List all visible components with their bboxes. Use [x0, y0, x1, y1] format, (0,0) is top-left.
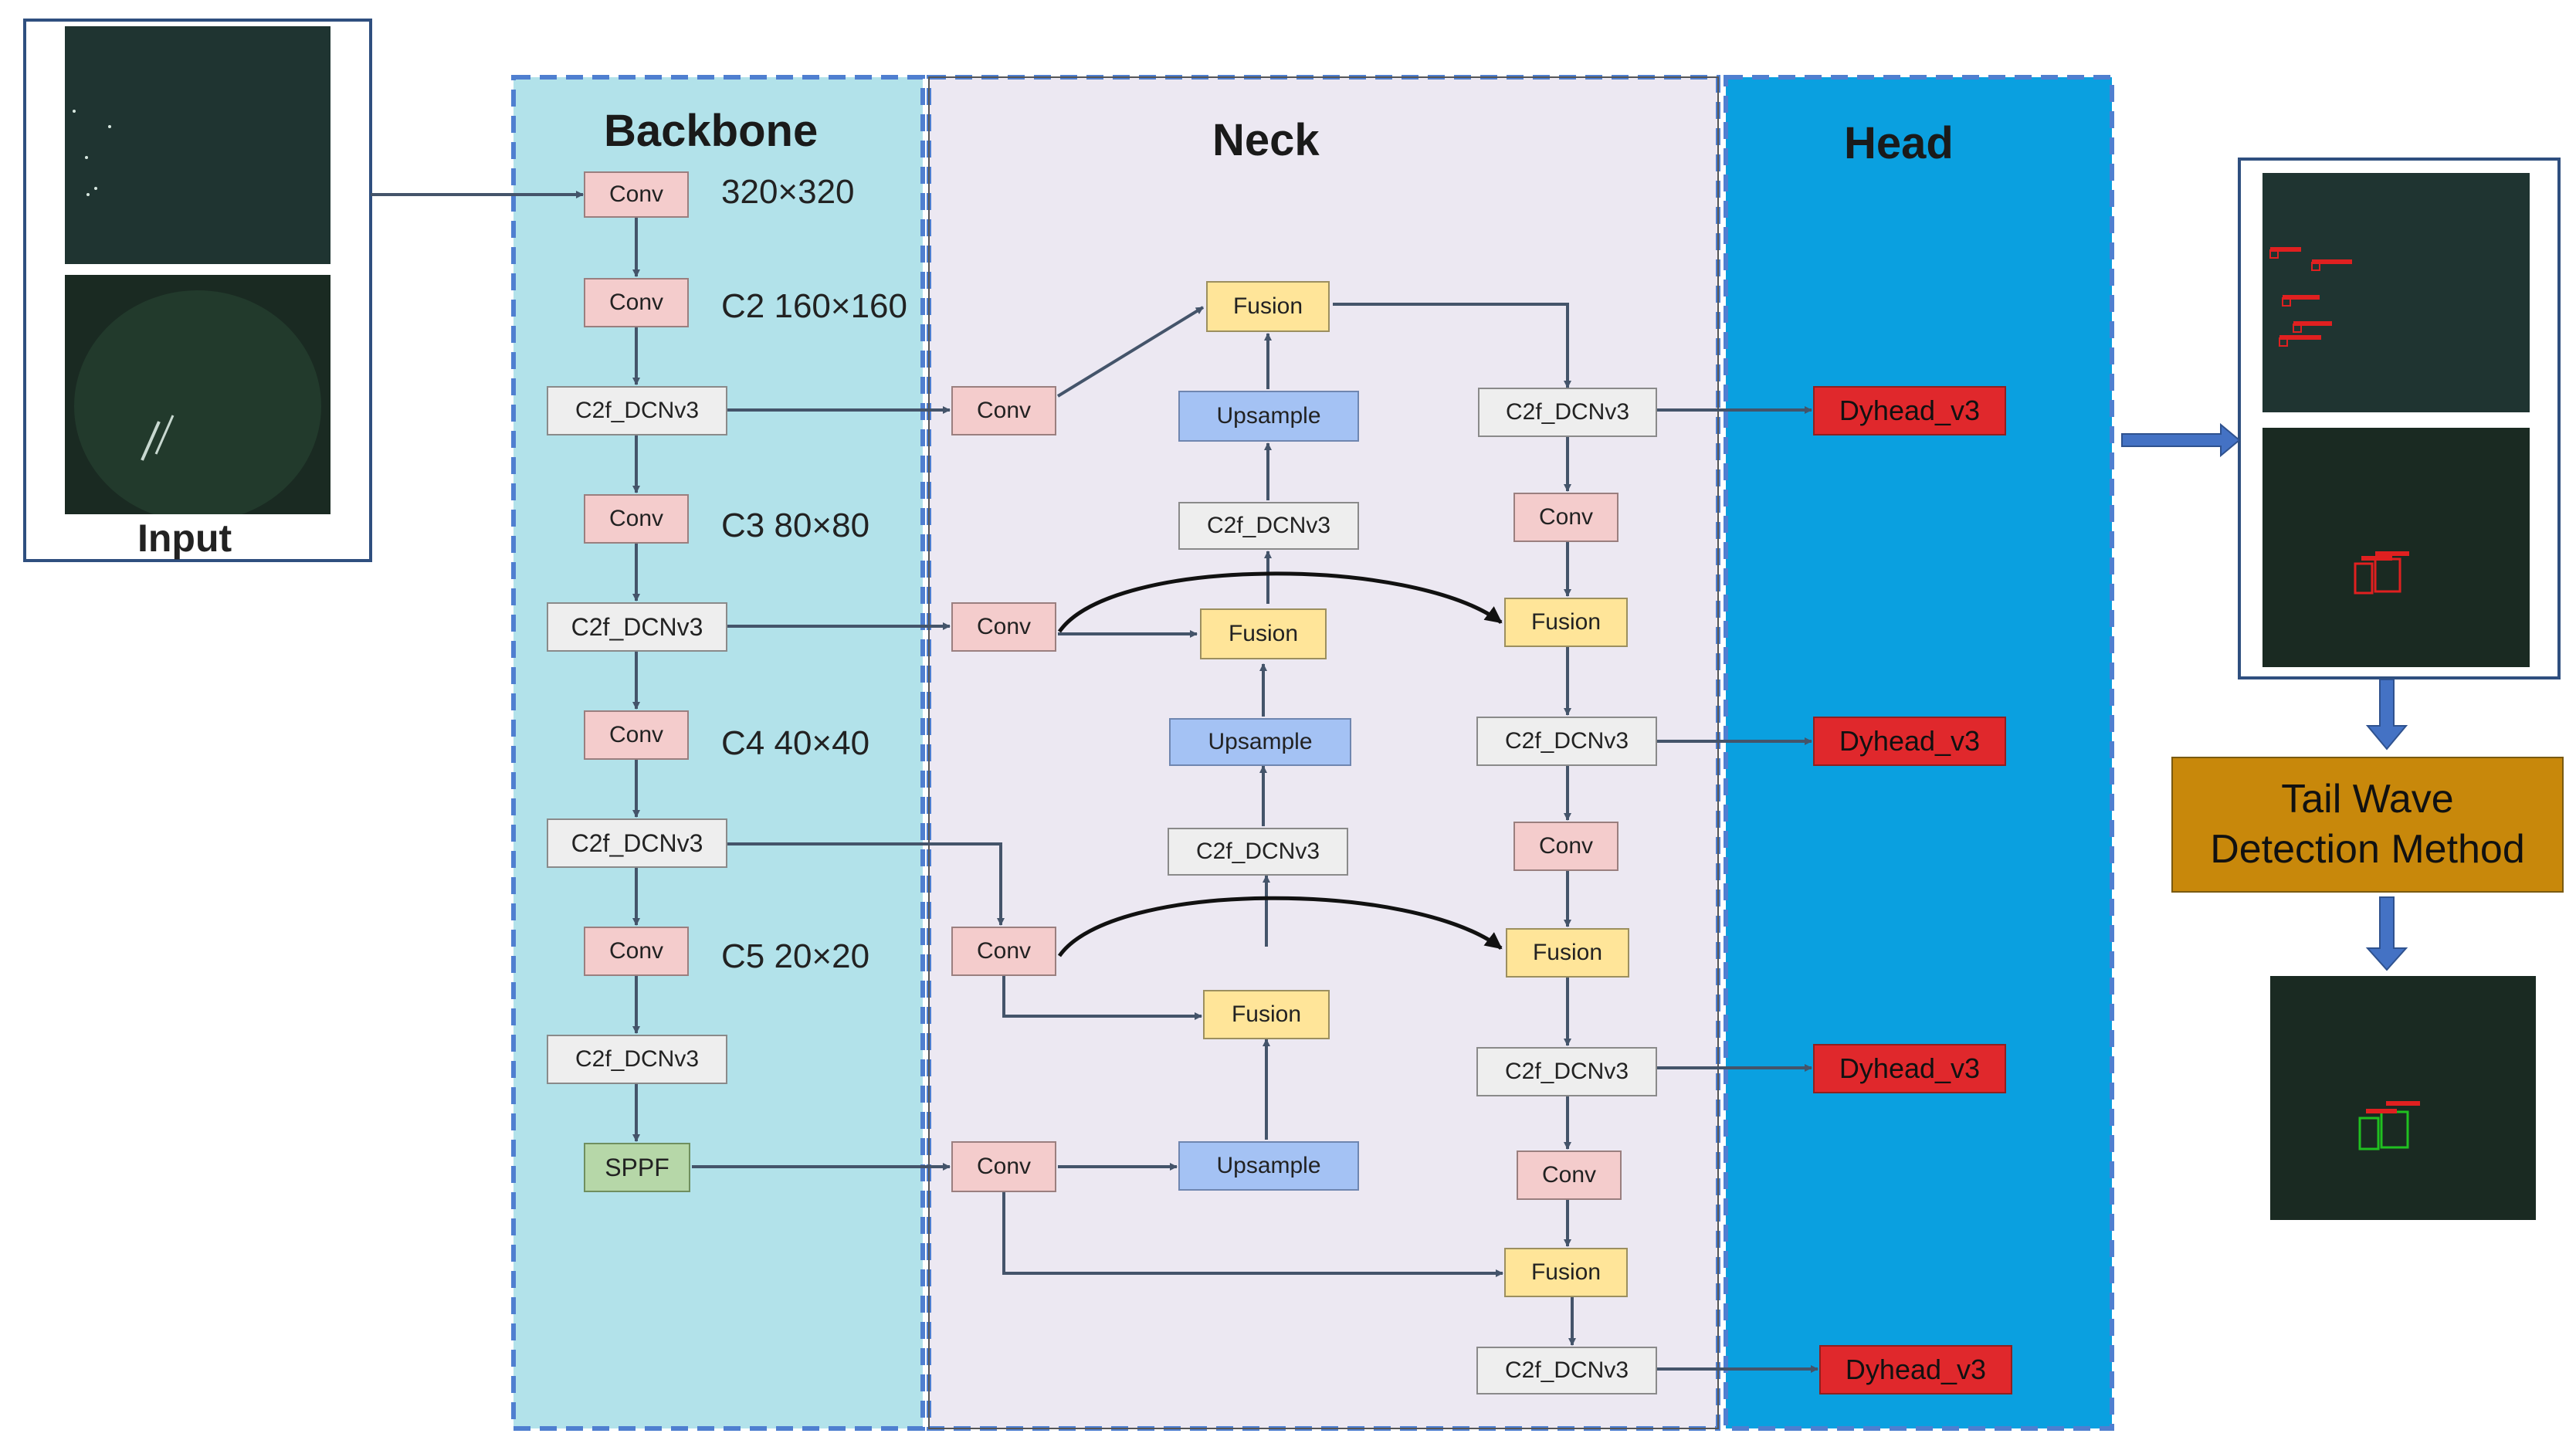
- neck-fusion-top: Fusion: [1206, 281, 1330, 332]
- neck-right-conv-3: Conv: [1517, 1150, 1622, 1200]
- neck-conv-1: Conv: [951, 386, 1056, 435]
- final-output-image-graphic: [2358, 1101, 2420, 1150]
- tail-wave-line1: Tail Wave: [2281, 777, 2454, 822]
- neck-right-conv-2: Conv: [1513, 822, 1618, 871]
- backbone-conv-3: Conv: [584, 494, 689, 544]
- output-image-bottom-graphic: [2354, 551, 2409, 595]
- backbone-c2f-3: C2f_DCNv3: [547, 818, 727, 868]
- backbone-c2f-4: C2f_DCNv3: [547, 1035, 727, 1084]
- neck-right-fusion-3: Fusion: [1504, 1248, 1628, 1297]
- scale-label-320: 320×320: [721, 173, 855, 211]
- tail-wave-detection-box: Tail Wave Detection Method: [2171, 757, 2564, 893]
- scale-label-c2: C2 160×160: [721, 287, 907, 325]
- backbone-conv-1: Conv: [584, 171, 689, 218]
- neck-right-c2f-1: C2f_DCNv3: [1478, 388, 1657, 437]
- neck-upsample-2: Upsample: [1169, 718, 1351, 766]
- output-image-top-graphic: [2269, 247, 2352, 347]
- neck-right-c2f-2: C2f_DCNv3: [1476, 717, 1657, 766]
- input-image-top-graphic: [73, 110, 111, 196]
- scale-label-c3: C3 80×80: [721, 507, 870, 544]
- head-dyhead-1: Dyhead_v3: [1813, 386, 2006, 435]
- head-dyhead-3: Dyhead_v3: [1813, 1044, 2006, 1093]
- neck-right-c2f-3: C2f_DCNv3: [1476, 1047, 1657, 1096]
- neck-c2f-2: C2f_DCNv3: [1168, 828, 1348, 876]
- head-dyhead-4: Dyhead_v3: [1819, 1345, 2012, 1394]
- backbone-panel: [511, 75, 925, 1431]
- backbone-conv-5: Conv: [584, 927, 689, 976]
- neck-upsample-3: Upsample: [1178, 1141, 1359, 1191]
- backbone-sppf: SPPF: [584, 1143, 690, 1192]
- scale-label-c4: C4 40×40: [721, 724, 870, 762]
- neck-title: Neck: [1212, 115, 1320, 165]
- input-image-bottom-graphic: [74, 290, 321, 522]
- backbone-conv-4: Conv: [584, 710, 689, 760]
- head-panel: [1724, 75, 2114, 1431]
- tail-wave-line2: Detection Method: [2210, 827, 2525, 872]
- input-image-top: [65, 26, 330, 264]
- neck-right-conv-1: Conv: [1513, 493, 1618, 542]
- input-image-bottom: [65, 275, 330, 522]
- neck-fusion-3: Fusion: [1203, 990, 1330, 1039]
- backbone-c2f-2: C2f_DCNv3: [547, 602, 727, 652]
- head-dyhead-2: Dyhead_v3: [1813, 717, 2006, 766]
- output-image-top: [2262, 173, 2530, 412]
- neck-conv-2: Conv: [951, 602, 1056, 652]
- neck-fusion-2: Fusion: [1200, 608, 1327, 659]
- neck-upsample-1: Upsample: [1178, 391, 1359, 442]
- backbone-title: Backbone: [604, 106, 819, 156]
- neck-c2f-1: C2f_DCNv3: [1178, 502, 1359, 550]
- neck-right-fusion-1: Fusion: [1504, 598, 1628, 647]
- neck-conv-3: Conv: [951, 927, 1056, 976]
- scale-label-c5: C5 20×20: [721, 937, 870, 975]
- backbone-conv-2: Conv: [584, 278, 689, 327]
- head-title: Head: [1844, 118, 1954, 168]
- final-output-image: [2270, 976, 2536, 1220]
- neck-right-c2f-4: C2f_DCNv3: [1476, 1347, 1657, 1394]
- backbone-c2f-1: C2f_DCNv3: [547, 386, 727, 435]
- output-image-bottom: [2262, 428, 2530, 667]
- neck-right-fusion-2: Fusion: [1506, 928, 1629, 978]
- neck-conv-4: Conv: [951, 1141, 1056, 1192]
- input-label: Input: [137, 517, 232, 560]
